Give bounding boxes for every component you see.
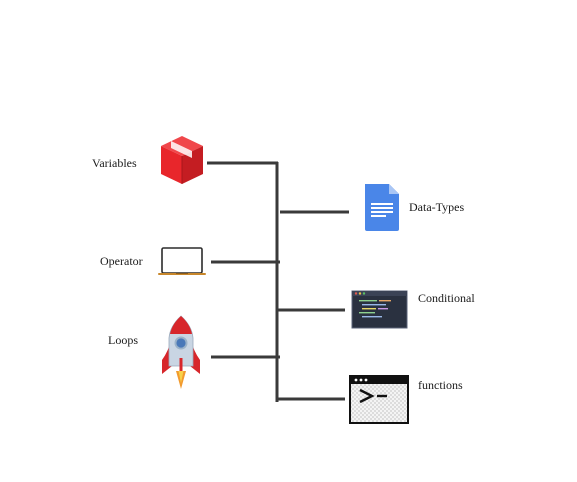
node-label-data-types: Data-Types (409, 200, 465, 214)
laptop-icon (158, 247, 206, 275)
node-label-variables: Variables (92, 156, 137, 170)
rocket-icon (162, 315, 200, 389)
node-label-functions: functions (418, 378, 463, 392)
document-icon (365, 184, 399, 231)
node-label-conditional: Conditional (418, 291, 475, 305)
package-box-icon (161, 136, 203, 184)
code-editor-icon (351, 290, 408, 329)
node-label-operator: Operator (100, 254, 143, 268)
connector-lines (207, 161, 349, 402)
node-label-loops: Loops (108, 333, 138, 347)
terminal-icon (349, 375, 409, 424)
